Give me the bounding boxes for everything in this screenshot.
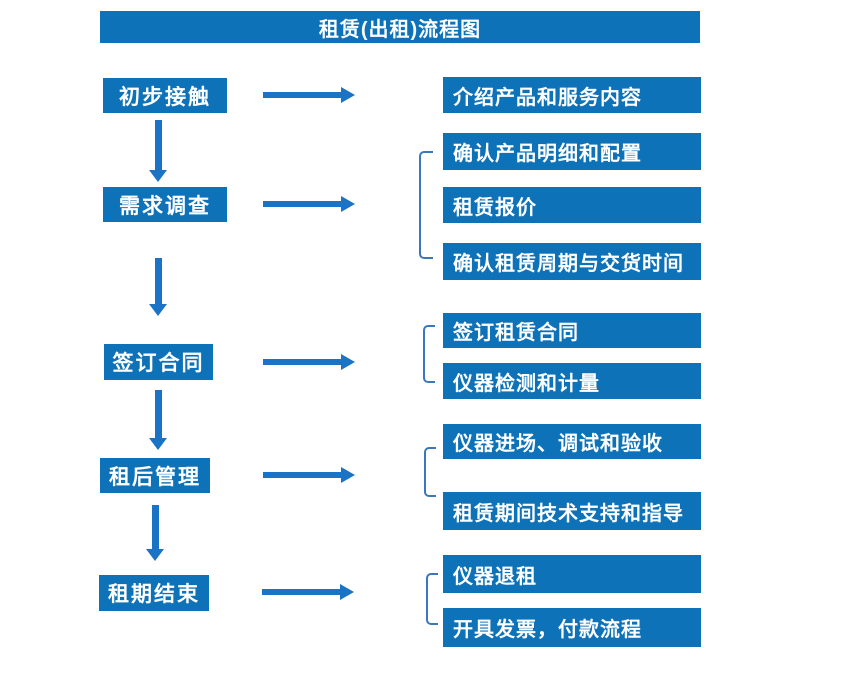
output-label: 确认产品明细和配置 [453,143,642,165]
output-label: 仪器进场、调试和验收 [453,433,663,455]
stage-label: 租后管理 [109,465,201,489]
output-box-sign-rental-contract: 签订租赁合同 [443,313,701,348]
arrow-down-icon [146,505,164,561]
output-label: 仪器退租 [453,565,537,588]
output-label: 开具发票，付款流程 [453,619,642,641]
arrow-down-icon [149,120,167,182]
stage-label: 租期结束 [108,583,200,606]
arrow-down-icon [149,390,167,450]
output-label: 确认租赁周期与交货时间 [453,253,684,275]
arrow-right-icon [263,196,355,212]
output-label: 介绍产品和服务内容 [453,86,642,109]
output-label: 租赁报价 [453,196,537,219]
output-box-introduce-products: 介绍产品和服务内容 [443,77,701,113]
arrow-right-icon [263,354,355,370]
stage-label: 签订合同 [112,352,205,375]
output-box-instrument-inspection: 仪器检测和计量 [443,363,701,399]
output-box-invoice-payment: 开具发票，付款流程 [443,608,701,647]
stage-box-post-rental-management: 租后管理 [100,458,210,493]
arrow-right-icon [262,584,354,600]
group-bracket-sign-contract [423,325,435,383]
output-box-confirm-product-details: 确认产品明细和配置 [443,133,701,170]
arrow-right-icon [263,467,355,483]
group-bracket-post-rental [424,447,436,497]
group-bracket-rental-end [426,573,438,625]
output-box-instrument-setup: 仪器进场、调试和验收 [443,424,701,459]
output-box-technical-support: 租赁期间技术支持和指导 [443,492,701,530]
output-box-confirm-rental-period: 确认租赁周期与交货时间 [443,243,701,280]
arrow-down-icon [149,258,167,316]
output-label: 租赁期间技术支持和指导 [453,502,684,525]
group-bracket-needs-survey [419,151,433,259]
stage-box-needs-survey: 需求调查 [103,187,227,222]
output-box-rental-quote: 租赁报价 [443,187,701,223]
output-box-instrument-return: 仪器退租 [443,555,701,593]
stage-box-initial-contact: 初步接触 [103,78,227,113]
stage-label: 初步接触 [119,85,211,109]
stage-label: 需求调查 [119,194,211,218]
flowchart-title: 租赁(出租)流程图 [100,11,700,43]
output-label: 仪器检测和计量 [453,372,600,395]
stage-box-rental-period-end: 租期结束 [99,575,209,611]
flowchart-title-label: 租赁(出租)流程图 [318,18,482,41]
output-label: 签订租赁合同 [453,322,579,344]
stage-box-sign-contract: 签订合同 [104,344,213,380]
arrow-right-icon [263,87,355,103]
